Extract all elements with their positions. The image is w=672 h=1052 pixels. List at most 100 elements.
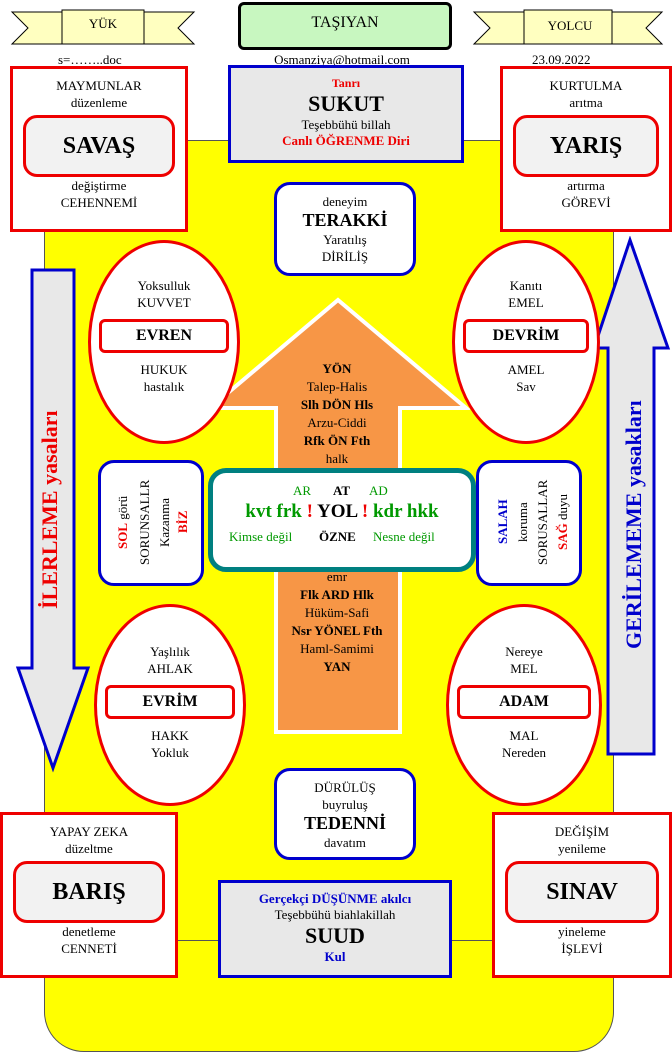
- arrow-down-l1: emr: [326, 569, 348, 584]
- adam-title: ADAM: [457, 685, 591, 719]
- adam-bot1: MAL: [509, 728, 539, 743]
- ellipse-devrim: Kanıtı EMEL DEVRİM AMEL Sav: [452, 240, 600, 444]
- left-side-col1b: görü: [115, 495, 130, 520]
- evrim-bot2: Yokluk: [151, 745, 189, 760]
- corner-top-left: MAYMUNLAR düzenleme SAVAŞ değiştirme CEH…: [10, 66, 188, 232]
- date-text: 23.09.2022: [532, 52, 591, 67]
- left-arrow-label: İLERLEME yasaları: [37, 410, 62, 610]
- arrow-down-l6: YAN: [323, 659, 351, 674]
- terakki-line1: Yaratılış: [323, 232, 367, 247]
- center-yol-box: AR AT AD kvt frk ! YOL ! kdr hkk Kimse d…: [208, 468, 476, 572]
- center-at: AT: [333, 483, 351, 498]
- br-under: yineleme: [558, 924, 606, 939]
- ellipse-evrim: Yaşlılık AHLAK EVRİM HAKK Yokluk: [94, 604, 246, 806]
- right-side-col2: koruma: [515, 502, 530, 542]
- arrow-down-l2: Flk ARD Hlk: [300, 587, 374, 602]
- tr-top: KURTULMA: [549, 78, 623, 93]
- center-kvt: kvt frk: [245, 501, 302, 522]
- arrow-up-text: YÖN Talep-Halis Slh DÖN Hls Arzu-Ciddi R…: [270, 360, 404, 468]
- sukut-title: SUKUT: [308, 91, 384, 116]
- tedenni-top: DÜRÜLÜŞ: [314, 780, 376, 795]
- tr-under: artırma: [567, 178, 605, 193]
- right-ribbon-label: YOLCU: [547, 18, 593, 33]
- email-text: Osmanziya@hotmail.com: [274, 52, 410, 67]
- file-name: s=……..doc: [58, 52, 122, 67]
- corner-bottom-right: DEĞİŞİM yenileme SINAV yineleme İŞLEVİ: [492, 812, 672, 978]
- tl-bottom: CEHENNEMİ: [60, 195, 138, 210]
- right-ribbon: [472, 9, 664, 45]
- center-yol: YOL: [316, 501, 358, 522]
- left-side-col4: BİZ: [175, 510, 190, 534]
- arrow-up-l3: Slh DÖN Hls: [300, 397, 374, 412]
- arrow-up-l2: Talep-Halis: [306, 379, 368, 394]
- left-down-arrow: [15, 268, 91, 773]
- tl-title: SAVAŞ: [23, 115, 175, 177]
- suud-line1: Gerçekçi DÜŞÜNME akılcı: [258, 891, 412, 906]
- devrim-title: DEVRİM: [463, 319, 589, 353]
- top-center-title: TAŞIYAN: [238, 2, 452, 50]
- br-sub: yenileme: [558, 841, 606, 856]
- center-excl1: !: [306, 501, 313, 522]
- evren-bot2: hastalık: [143, 379, 185, 394]
- left-side-col1a: SOL: [115, 522, 130, 549]
- suud-line3: Kul: [324, 949, 346, 964]
- tr-sub: arıtma: [569, 95, 603, 110]
- center-main-line: kvt frk ! YOL ! kdr hkk: [213, 501, 471, 523]
- adam-top1: Nereye: [505, 644, 543, 659]
- center-ad: AD: [369, 483, 388, 498]
- right-side-col4b: duyu: [555, 494, 570, 521]
- bl-title: BARIŞ: [13, 861, 165, 923]
- tedenni-box: DÜRÜLÜŞ buyruluş TEDENNİ davatım: [274, 768, 416, 860]
- tl-under: değiştirme: [71, 178, 127, 193]
- left-ribbon-label: YÜK: [88, 16, 118, 31]
- sukut-line1: Tanrı: [331, 76, 361, 90]
- bl-bottom: CENNETİ: [61, 941, 117, 956]
- tedenni-title: TEDENNİ: [303, 813, 387, 833]
- adam-top2: MEL: [510, 661, 538, 676]
- arrow-up-l5: Rfk ÖN Fth: [303, 433, 371, 448]
- adam-bot2: Nereden: [501, 745, 547, 760]
- terakki-line2: DİRİLİŞ: [321, 249, 369, 264]
- bl-under: denetleme: [62, 924, 116, 939]
- terakki-top: deneyim: [322, 194, 368, 209]
- center-ozne: ÖZNE: [319, 529, 356, 544]
- tedenni-line1: buyruluş: [322, 797, 368, 812]
- evrim-title: EVRİM: [105, 685, 235, 719]
- sukut-box: Tanrı SUKUT Teşebbühü billah Canlı ÖĞREN…: [228, 65, 464, 163]
- center-ar: AR: [293, 483, 312, 498]
- evren-top2: KUVVET: [137, 295, 191, 310]
- evrim-top2: AHLAK: [147, 661, 193, 676]
- right-arrow-label: GERİLEMEME yasakları: [621, 400, 646, 650]
- bl-top: YAPAY ZEKA: [49, 824, 129, 839]
- right-side-col1: SALAH: [495, 499, 510, 545]
- corner-bottom-left: YAPAY ZEKA düzeltme BARIŞ denetleme CENN…: [0, 812, 178, 978]
- br-title: SINAV: [505, 861, 659, 923]
- center-excl2: !: [361, 501, 369, 522]
- center-nesne: Nesne değil: [373, 529, 435, 544]
- arrow-down-l5: Haml-Samimi: [300, 641, 374, 656]
- arrow-down-text: emr Flk ARD Hlk Hüküm-Safi Nsr YÖNEL Fth…: [270, 568, 404, 676]
- evrim-bot1: HAKK: [151, 728, 189, 743]
- right-side-col4: SAĞ duyu: [553, 469, 573, 575]
- devrim-bot2: Sav: [516, 379, 536, 394]
- tr-bottom: GÖREVİ: [561, 195, 611, 210]
- left-side-box: SOL görü SORUNSALLR Kazanma BİZ: [98, 460, 204, 586]
- left-side-col2: SORUNSALLR: [137, 479, 152, 565]
- left-side-col3: Kazanma: [157, 497, 172, 547]
- arrow-up-l4: Arzu-Ciddi: [307, 415, 367, 430]
- tl-top: MAYMUNLAR: [56, 78, 142, 93]
- tl-sub: düzenleme: [70, 95, 128, 110]
- tedenni-line2: davatım: [324, 835, 366, 850]
- left-ribbon: [10, 9, 196, 45]
- arrow-up-l1: YÖN: [322, 361, 352, 376]
- ellipse-adam: Nereye MEL ADAM MAL Nereden: [446, 604, 602, 806]
- tr-title: YARIŞ: [513, 115, 659, 177]
- right-side-col3: SORUSALLAR: [535, 479, 550, 565]
- devrim-bot1: AMEL: [507, 362, 545, 377]
- devrim-top1: Kanıtı: [509, 278, 543, 293]
- ellipse-evren: Yoksulluk KUVVET EVREN HUKUK hastalık: [88, 240, 240, 444]
- right-side-col4a: SAĞ: [555, 523, 570, 550]
- evren-bot1: HUKUK: [140, 362, 188, 377]
- terakki-title: TERAKKİ: [302, 210, 388, 230]
- sukut-line2: Teşebbühü billah: [301, 117, 391, 132]
